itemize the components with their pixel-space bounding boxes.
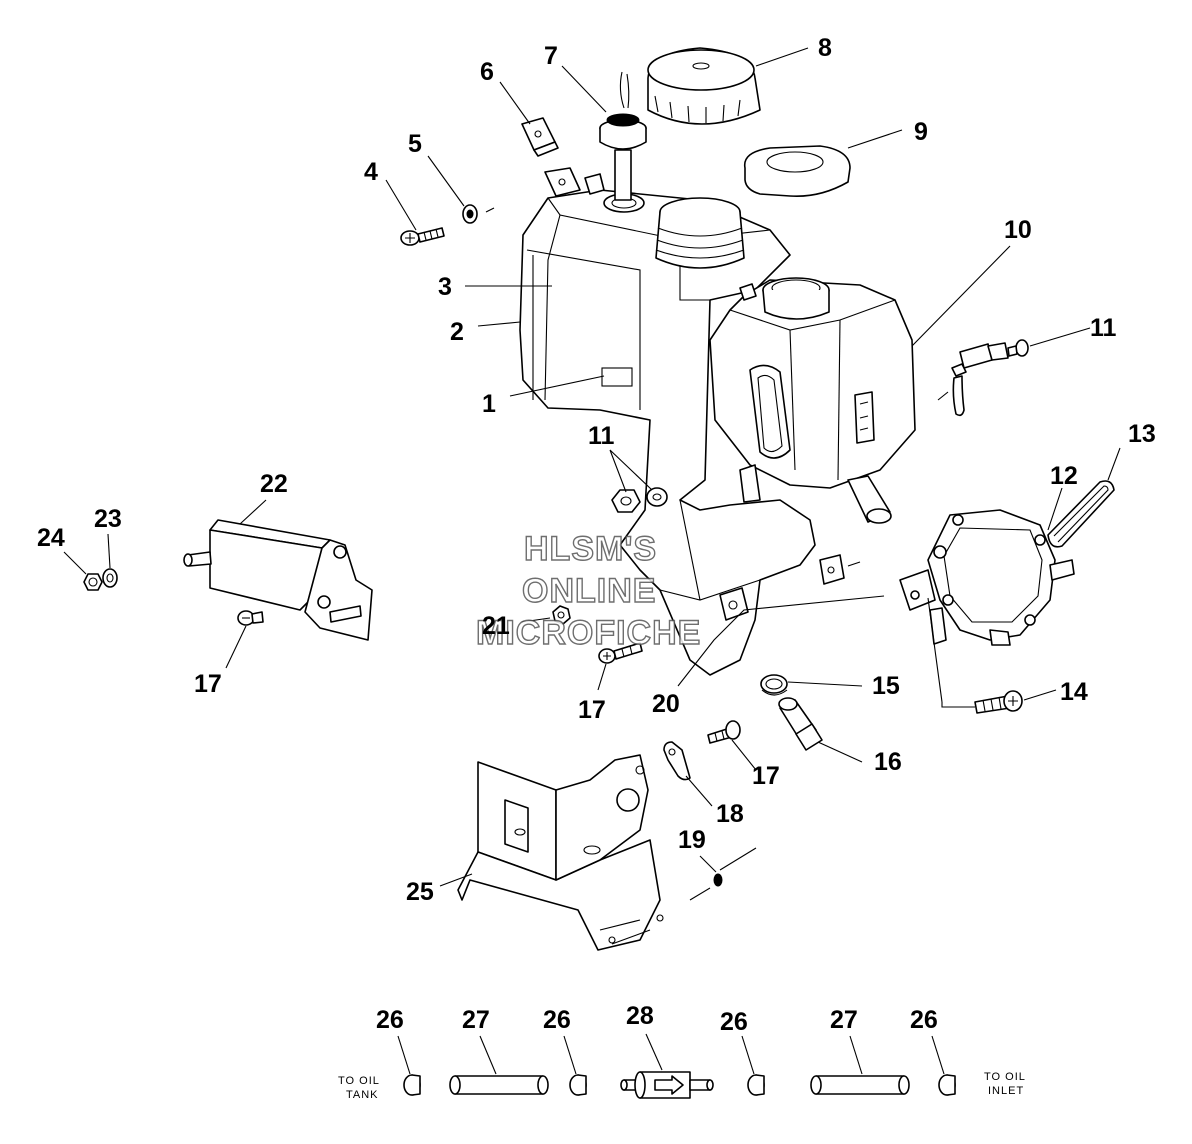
callout-13: 13 xyxy=(1128,420,1156,448)
bracket-22 xyxy=(183,519,373,641)
hose-clamp-15 xyxy=(760,674,788,696)
callout-numbers: 1 2 3 4 5 6 7 8 9 10 11 11 12 13 14 15 1… xyxy=(37,34,1156,1036)
callout-24: 24 xyxy=(37,524,65,552)
tank-cap xyxy=(647,47,761,125)
callout-22: 22 xyxy=(260,470,288,498)
callout-17-right: 17 xyxy=(752,762,780,790)
callout-19: 19 xyxy=(678,826,706,854)
callout-26-d: 26 xyxy=(910,1006,938,1034)
level-sender xyxy=(599,71,647,201)
pump-gasket xyxy=(1047,480,1115,548)
callout-6: 6 xyxy=(480,58,494,86)
hose-assembly xyxy=(403,1071,956,1099)
callout-16: 16 xyxy=(874,748,902,776)
inline-filter-28 xyxy=(620,1071,714,1099)
callout-4: 4 xyxy=(364,158,378,186)
hose-clamp-26-d xyxy=(938,1074,956,1096)
screw-17-left xyxy=(237,610,264,626)
hose-27-b xyxy=(810,1075,910,1095)
watermark-line-1: HLSM'S xyxy=(524,530,657,568)
leader-lines xyxy=(63,47,1121,1075)
callout-27-b: 27 xyxy=(830,1006,858,1034)
nut-24 xyxy=(83,573,103,591)
callout-2: 2 xyxy=(450,318,464,346)
callout-26-a: 26 xyxy=(376,1006,404,1034)
washer-nut-11 xyxy=(611,487,668,513)
screw-17-right xyxy=(707,720,741,744)
callout-11-left: 11 xyxy=(588,422,615,450)
callout-23: 23 xyxy=(94,505,122,533)
lower-bracket-25 xyxy=(457,754,664,951)
label-to-oil-tank-2: TANK xyxy=(346,1089,379,1101)
hose-clamp-26-a xyxy=(403,1074,421,1096)
cable-tie-19 xyxy=(689,847,757,901)
clip-18 xyxy=(663,741,691,781)
callout-18: 18 xyxy=(716,800,744,828)
callout-27-a: 27 xyxy=(462,1006,490,1034)
callout-11-right: 11 xyxy=(1090,314,1117,342)
screw-14 xyxy=(974,690,1023,714)
callout-5: 5 xyxy=(408,130,422,158)
callout-25: 25 xyxy=(406,878,434,906)
fitting-16 xyxy=(778,697,823,751)
watermark-line-3: MICROFICHE xyxy=(476,614,701,652)
watermark-line-2: ONLINE xyxy=(522,572,656,610)
label-to-oil-inlet-1: TO OIL xyxy=(984,1071,1026,1083)
hose-27-a xyxy=(449,1075,549,1095)
callout-17-mid: 17 xyxy=(578,696,606,724)
callout-10: 10 xyxy=(1004,216,1032,244)
callout-26-c: 26 xyxy=(720,1008,748,1036)
callout-15: 15 xyxy=(872,672,900,700)
tank-tab xyxy=(544,167,605,197)
label-to-oil-inlet-2: INLET xyxy=(988,1085,1024,1097)
sender-opening xyxy=(603,193,645,213)
petcock xyxy=(937,339,1029,417)
washer-23 xyxy=(102,568,118,588)
decal xyxy=(601,367,633,387)
fill-neck xyxy=(655,197,745,269)
label-to-oil-tank-1: TO OIL xyxy=(338,1075,380,1087)
callout-20: 20 xyxy=(652,690,680,718)
callout-12: 12 xyxy=(1050,462,1078,490)
callout-8: 8 xyxy=(818,34,832,62)
oil-tank xyxy=(519,189,816,676)
screw-17-mid xyxy=(598,642,643,664)
callout-14: 14 xyxy=(1060,678,1088,706)
oil-pump xyxy=(899,509,1075,646)
callout-17-left: 17 xyxy=(194,670,222,698)
callout-7: 7 xyxy=(544,42,558,70)
oil-reservoir xyxy=(709,277,916,524)
callout-1: 1 xyxy=(482,390,496,418)
hose-clamp-26-b xyxy=(569,1074,587,1096)
callout-9: 9 xyxy=(914,118,928,146)
callout-28: 28 xyxy=(626,1002,654,1030)
callout-21: 21 xyxy=(482,612,510,640)
callout-26-b: 26 xyxy=(543,1006,571,1034)
watermark: HLSM'S ONLINE MICROFICHE xyxy=(475,529,701,652)
hose-clamp-26-c xyxy=(747,1074,765,1096)
reservoir-cap xyxy=(743,145,851,198)
callout-3: 3 xyxy=(438,273,452,301)
tank-mount-tab-20 xyxy=(719,554,861,621)
screw-4 xyxy=(400,227,445,246)
nut-21 xyxy=(552,605,571,625)
washer-5 xyxy=(462,204,495,224)
clip-nut-6 xyxy=(521,117,559,157)
hose-labels: TO OIL TANK TO OIL INLET xyxy=(338,1071,1026,1101)
